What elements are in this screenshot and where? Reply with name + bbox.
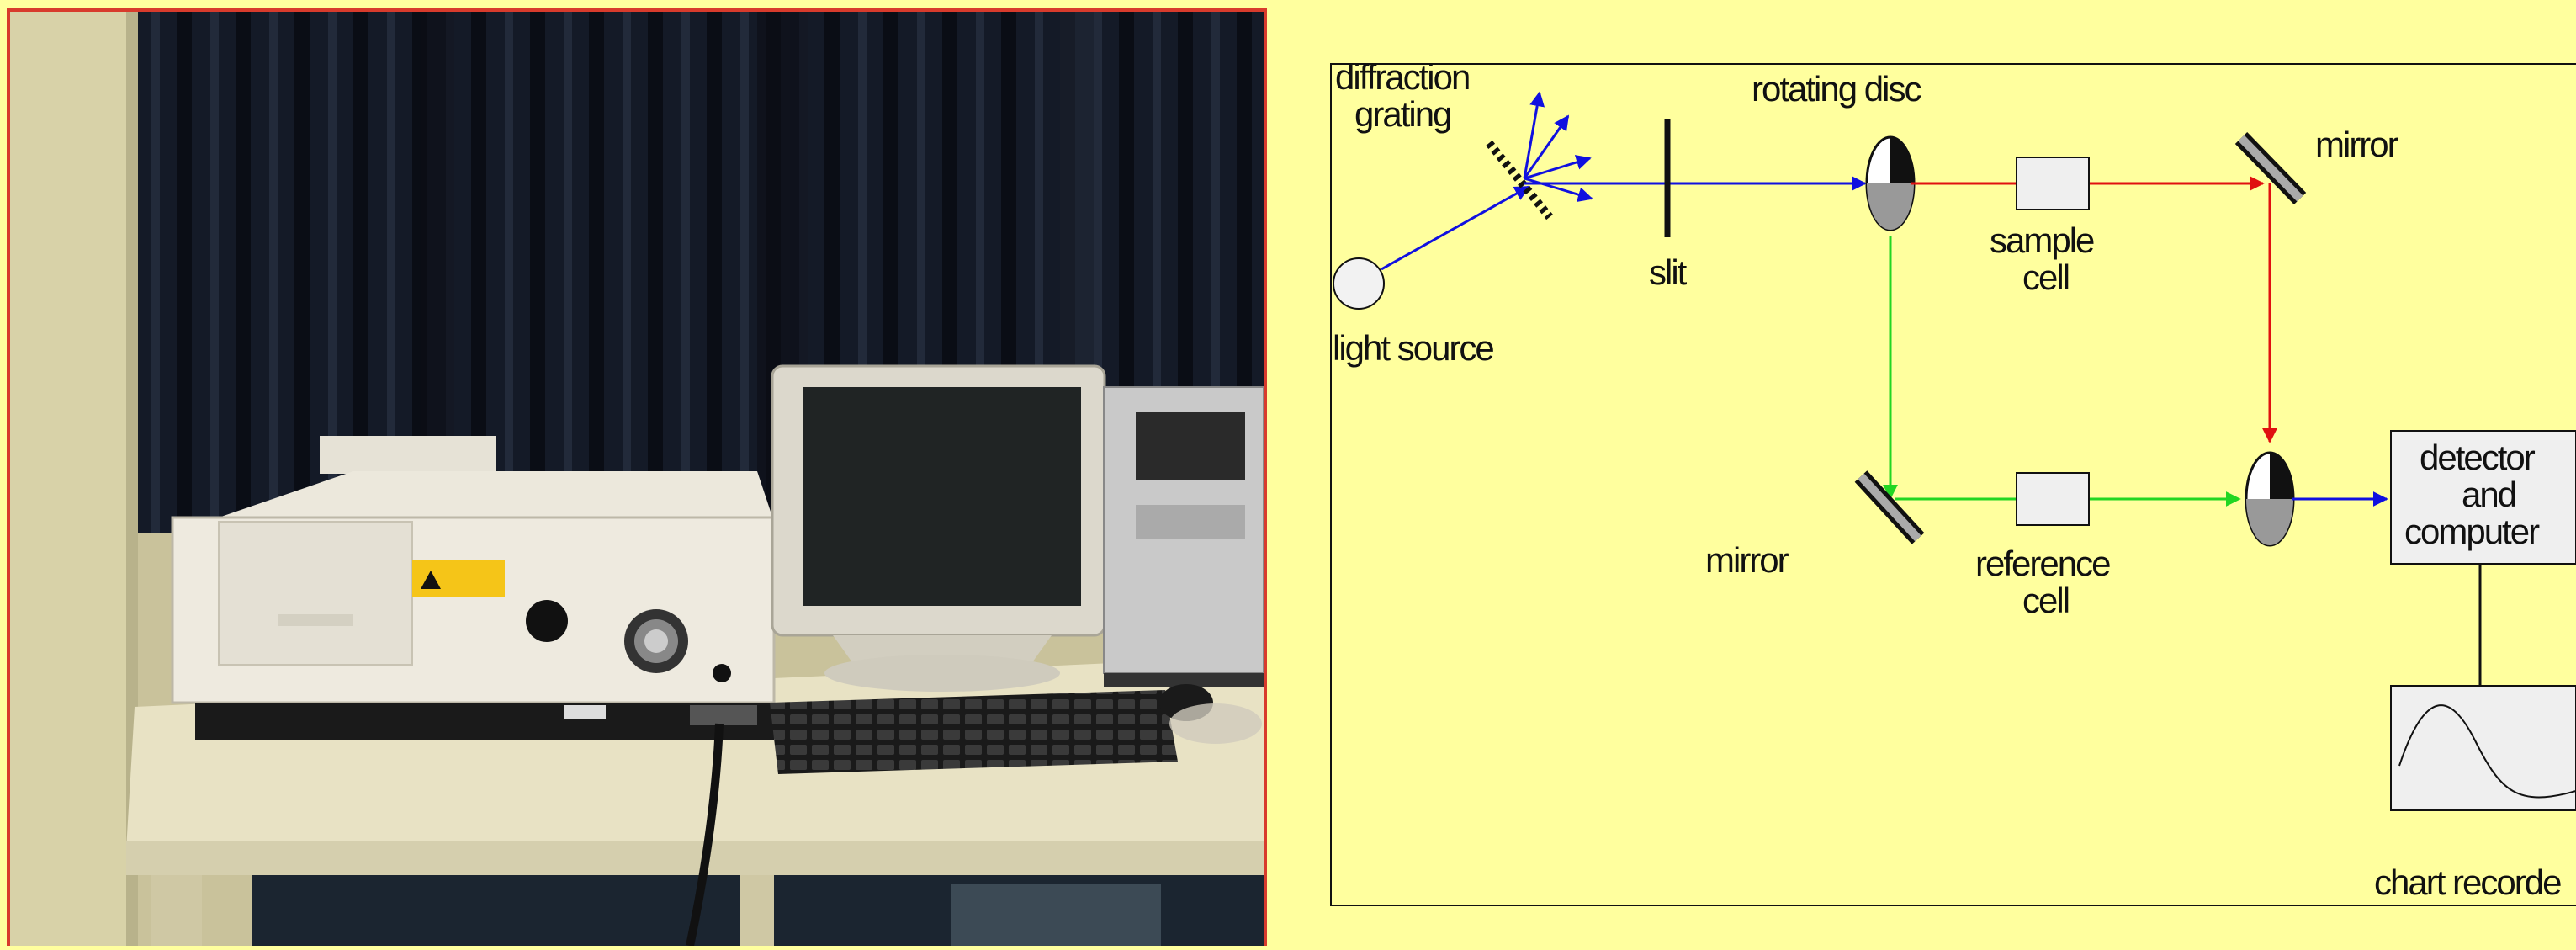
beam-source-to-grating (1381, 185, 1530, 271)
instrument-knob (526, 600, 568, 642)
label-light-source: light source (1333, 328, 1493, 368)
photo-illustration (0, 0, 1272, 947)
label-rotating-disc: rotating disc (1752, 69, 1921, 109)
label-sample-cell: cell (2022, 257, 2069, 297)
diffracted-rays (1523, 91, 1593, 202)
label-sample: sample (1990, 220, 2094, 260)
label-reference: reference (1975, 544, 2110, 583)
detector-computer-box (2390, 430, 2576, 565)
label-mirror-bottom: mirror (1705, 540, 1789, 580)
keyboard (770, 690, 1178, 774)
label-computer: computer (2404, 512, 2540, 551)
mirror-bottom (1854, 470, 1925, 544)
diffraction-grating (1486, 140, 1553, 220)
rotating-disc-top (1865, 135, 1916, 231)
wall (10, 12, 136, 946)
light-source (1333, 257, 1385, 310)
chart-recorder-box (2390, 685, 2576, 811)
label-diffraction: diffraction (1335, 57, 1469, 97)
label-chart-recorder: chart recorde (2374, 862, 2561, 902)
schematic-svg: light source diffraction grating slit ro… (1330, 57, 2576, 906)
spectrometer-schematic: light source diffraction grating slit ro… (1272, 0, 2576, 946)
spectrophotometer-photo (0, 0, 1272, 947)
rotating-disc-bottom (2245, 451, 2295, 547)
recorder-trace (2398, 704, 2576, 799)
warning-label (412, 560, 505, 597)
label-reference-cell: cell (2022, 581, 2069, 620)
reference-cell (2016, 472, 2090, 526)
sample-cell (2016, 157, 2090, 210)
diagram-border (1330, 63, 2576, 906)
label-detector: detector (2420, 438, 2536, 477)
label-slit: slit (1649, 252, 1688, 292)
label-grating: grating (1354, 94, 1450, 134)
label-and: and (2462, 475, 2515, 514)
instrument-lid (320, 436, 496, 474)
mirror-top (2234, 132, 2307, 204)
label-mirror-top: mirror (2315, 125, 2399, 164)
